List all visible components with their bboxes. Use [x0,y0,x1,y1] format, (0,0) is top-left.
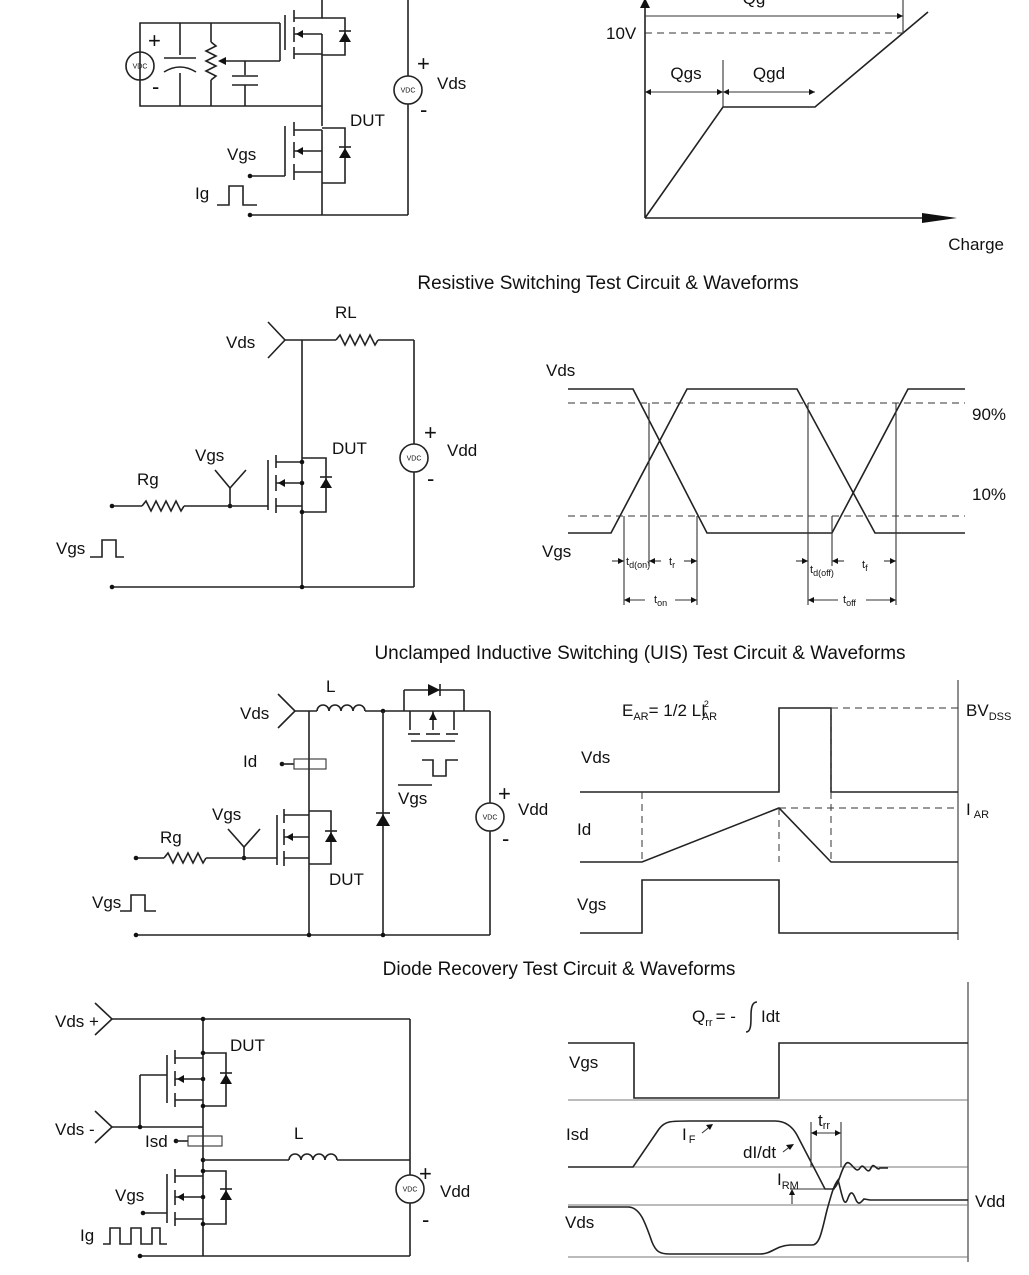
svg-text:Id: Id [577,820,591,839]
vgs-bar: Vgs [398,789,427,808]
svg-text:DUT: DUT [332,439,367,458]
svg-text:toff: toff [843,594,856,608]
svg-text:Vgs: Vgs [195,446,224,465]
charge-axis-label: Charge [948,235,1004,254]
svg-text:+: + [148,28,161,53]
svg-text:IF: IF [682,1125,696,1146]
svg-text:td(off): td(off) [810,564,834,578]
svg-text:Vgs: Vgs [92,893,121,912]
diode-circuit: Vds + VDC + - Vdd Vds - DUT Isd [55,1002,470,1259]
svg-text:DUT: DUT [230,1036,265,1055]
svg-text:VDC: VDC [401,88,416,95]
svg-text:Idt: Idt [761,1007,780,1026]
svg-text:L: L [294,1124,303,1143]
svg-text:tr: tr [669,556,675,570]
svg-text:Vds: Vds [226,333,255,352]
svg-text:BVDSS: BVDSS [966,701,1011,723]
svg-text:Vds: Vds [240,704,269,723]
svg-text:-: - [420,97,427,122]
svg-text:Vds: Vds [565,1213,594,1232]
resistive-circuit: RL Vds VDC + - Vdd DUT Vgs [56,303,477,590]
svg-text:Vgs: Vgs [542,542,571,561]
svg-text:td(on): td(on) [626,556,650,570]
svg-text:Vds +: Vds + [55,1012,99,1031]
svg-text:10V: 10V [606,24,637,43]
gate-charge-waveform: 10V Qg Qgs Qgd Charge [606,0,1004,254]
svg-text:IAR: IAR [966,800,989,821]
vdc-source-vds: VDC [393,75,423,105]
svg-text:Vgs: Vgs [577,895,606,914]
svg-text:VDC: VDC [403,1187,418,1194]
svg-text:+: + [424,420,437,445]
svg-text:Vds: Vds [546,361,575,380]
svg-text:IRM: IRM [777,1170,799,1192]
diode-title: Diode Recovery Test Circuit & Waveforms [383,959,736,980]
svg-text:Vgs: Vgs [115,1186,144,1205]
svg-text:Isd: Isd [145,1132,168,1151]
svg-text:+: + [498,781,511,806]
svg-text:VDC: VDC [483,815,498,822]
svg-text:ton: ton [654,594,667,608]
svg-text:dI/dt: dI/dt [743,1143,776,1162]
svg-text:DUT: DUT [329,870,364,889]
resistive-title: Resistive Switching Test Circuit & Wavef… [417,273,798,294]
svg-text:tf: tf [862,559,868,573]
vdc-source-gc: VDC [125,51,155,81]
resistive-waveform: Vds Vgs 90% 10% td(on) tr td(off) tf t [542,361,1006,608]
gate-charge-circuit: VDC + - [125,0,466,218]
svg-text:+: + [417,51,430,76]
uis-circuit: Vds L Vgs VDC + - Vdd Id [92,677,548,938]
svg-text:+: + [419,1161,432,1186]
svg-text:Isd: Isd [566,1125,589,1144]
svg-text:Qg: Qg [743,0,766,8]
svg-text:Id: Id [243,752,257,771]
svg-text:Vgs: Vgs [569,1053,598,1072]
svg-text:Vgs: Vgs [212,805,241,824]
svg-text:Vds -: Vds - [55,1120,95,1139]
svg-text:90%: 90% [972,405,1006,424]
svg-text:Qrr= -: Qrr= - [692,1007,736,1029]
svg-text:-: - [152,74,159,99]
svg-text:trr: trr [818,1111,830,1132]
uis-title: Unclamped Inductive Switching (UIS) Test… [374,643,905,664]
svg-text:Vgs: Vgs [56,539,85,558]
vgs-label: Vgs [227,145,256,164]
svg-text:Vdd: Vdd [447,441,477,460]
dut-label: DUT [350,111,385,130]
svg-text:VDC: VDC [133,64,148,71]
svg-text:L: L [326,677,335,696]
svg-text:RL: RL [335,303,357,322]
ig-label: Ig [195,184,209,203]
svg-text:-: - [502,826,509,851]
svg-text:Rg: Rg [137,470,159,489]
svg-text:Qgs: Qgs [670,64,701,83]
svg-text:VDC: VDC [407,456,422,463]
svg-text:-: - [422,1207,429,1232]
svg-text:Qgd: Qgd [753,64,785,83]
svg-text:-: - [427,466,434,491]
svg-text:Vdd: Vdd [975,1192,1005,1211]
svg-text:10%: 10% [972,485,1006,504]
vds-label: Vds [437,74,466,93]
svg-text:Vdd: Vdd [518,800,548,819]
svg-text:Ig: Ig [80,1226,94,1245]
svg-text:Vds: Vds [581,748,610,767]
svg-text:Vdd: Vdd [440,1182,470,1201]
svg-text:Rg: Rg [160,828,182,847]
